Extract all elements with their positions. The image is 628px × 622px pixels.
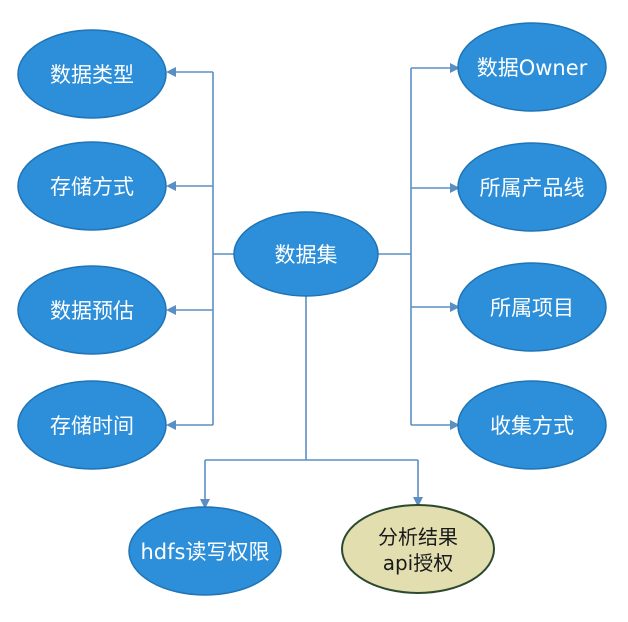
bottom-node-label-line1: 分析结果 (378, 525, 458, 549)
right-node-product-line: 所属产品线 (457, 142, 607, 232)
right-node-label: 数据Owner (477, 56, 588, 80)
left-node-label: 存储时间 (50, 414, 134, 438)
bottom-node-shape (128, 506, 282, 596)
connectors (166, 63, 460, 509)
left-node-storage-method: 存储方式 (17, 141, 167, 231)
left-node-shape (17, 141, 167, 231)
left-node-label: 存储方式 (50, 175, 134, 199)
left-node-label: 数据类型 (50, 63, 134, 87)
center-node-label: 数据集 (275, 243, 338, 267)
right-node-shape (457, 142, 607, 232)
bottom-node-shape-highlight (341, 504, 495, 594)
right-node-data-owner: 数据Owner (457, 22, 607, 112)
right-node-label: 所属项目 (490, 296, 574, 320)
left-node-storage-time: 存储时间 (17, 380, 167, 470)
left-node-label: 数据预估 (50, 299, 134, 323)
right-node-label: 收集方式 (490, 414, 574, 438)
bottom-node-analysis-api: 分析结果 api授权 (341, 504, 495, 594)
bottom-node-label: hdfs读写权限 (141, 540, 270, 564)
center-node-shape (233, 211, 379, 297)
left-node-data-estimate: 数据预估 (17, 265, 167, 355)
left-node-shape (17, 29, 167, 119)
right-node-shape (457, 380, 607, 470)
right-node-label: 所属产品线 (480, 176, 585, 200)
left-node-data-type: 数据类型 (17, 29, 167, 119)
right-node-project: 所属项目 (457, 262, 607, 352)
bottom-node-hdfs-permission: hdfs读写权限 (128, 506, 282, 596)
right-node-shape (457, 22, 607, 112)
left-node-shape (17, 380, 167, 470)
bottom-node-label-line2: api授权 (383, 551, 454, 575)
right-node-collect-method: 收集方式 (457, 380, 607, 470)
right-node-shape (457, 262, 607, 352)
left-node-shape (17, 265, 167, 355)
center-node: 数据集 (233, 211, 379, 297)
